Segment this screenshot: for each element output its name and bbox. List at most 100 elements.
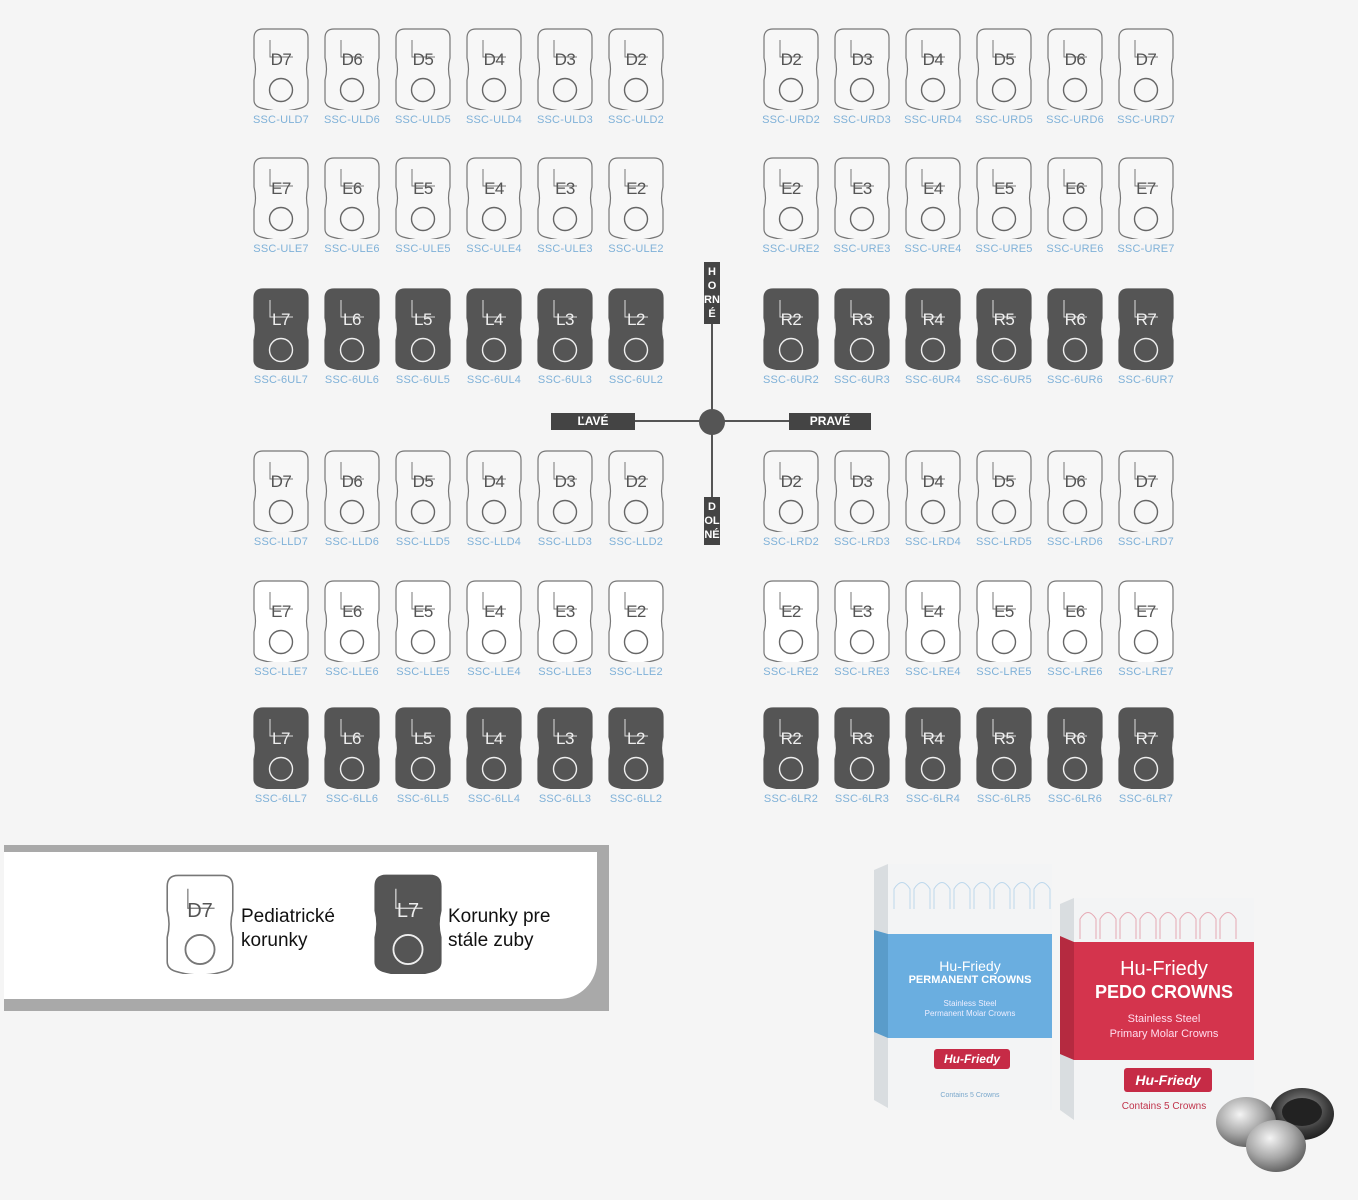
crown-product-code[interactable]: SSC-LLE4 [467,666,521,678]
crown-product-code[interactable]: SSC-URE5 [975,243,1033,255]
crown-product-code[interactable]: SSC-LLE7 [254,666,308,678]
crown-product-code[interactable]: SSC-6LL7 [254,793,308,805]
crown-product-code[interactable]: SSC-6UL6 [324,374,380,386]
crown-product-code[interactable]: SSC-LRD5 [975,536,1032,548]
crown-product-code[interactable]: SSC-6UL7 [253,374,309,386]
crown-product-code[interactable]: SSC-6LL5 [396,793,450,805]
crown-product-code[interactable]: SSC-LRD4 [904,536,961,548]
crown-product-code[interactable]: SSC-LLD5 [395,536,451,548]
crown-product-code[interactable]: SSC-6UL3 [537,374,593,386]
crown-product-code[interactable]: SSC-6UR2 [762,374,819,386]
crown-product-code[interactable]: SSC-6LR2 [763,793,819,805]
crown-product-code[interactable]: SSC-URD6 [1046,114,1104,126]
crown-product-code[interactable]: SSC-6UR7 [1117,374,1174,386]
crown-product-code[interactable]: SSC-6LR6 [1047,793,1103,805]
crown-product-code[interactable]: SSC-LRE2 [763,666,819,678]
crown-product-code[interactable]: SSC-6LL2 [609,793,663,805]
crown-product-code[interactable]: SSC-LLD6 [324,536,380,548]
crown-product-code[interactable]: SSC-LLE5 [396,666,450,678]
crown-product-code[interactable]: SSC-LLD2 [608,536,664,548]
crown-product-code[interactable]: SSC-6UL5 [395,374,451,386]
crown-product-code[interactable]: SSC-LLD7 [253,536,309,548]
crown-product-code[interactable]: SSC-LRE3 [834,666,890,678]
crown-product-code[interactable]: SSC-LRE5 [976,666,1032,678]
crown-product-code[interactable]: SSC-URD3 [833,114,891,126]
crown-product-code[interactable]: SSC-LLE6 [325,666,379,678]
crown-product-code[interactable]: SSC-6UR4 [904,374,961,386]
crown-product-code[interactable]: SSC-ULD3 [536,114,593,126]
crown-product-code[interactable]: SSC-ULE6 [324,243,380,255]
crown-product-code[interactable]: SSC-ULD7 [252,114,309,126]
crown-product-code[interactable]: SSC-LLD3 [537,536,593,548]
crown-product-code[interactable]: SSC-ULD6 [323,114,380,126]
crown-product-code[interactable]: SSC-6LL4 [467,793,521,805]
crown-product-code[interactable]: SSC-ULD5 [394,114,451,126]
crown-product-code[interactable]: SSC-ULD4 [465,114,522,126]
crown-product-code[interactable]: SSC-6UL2 [608,374,664,386]
crown-product-code[interactable]: SSC-URE2 [762,243,820,255]
crown-product-code[interactable]: SSC-6LL6 [325,793,379,805]
crown-product-code[interactable]: SSC-ULE4 [466,243,522,255]
crown-product-code[interactable]: SSC-LLE3 [538,666,592,678]
crown-product-code[interactable]: SSC-LRE7 [1118,666,1174,678]
crown-product-code[interactable]: SSC-6LR3 [834,793,890,805]
crown-product-code[interactable]: SSC-URE6 [1046,243,1104,255]
crown-product-code[interactable]: SSC-URE4 [904,243,962,255]
crown-product-code[interactable]: SSC-LRD2 [762,536,819,548]
crown-product-code[interactable]: SSC-6LL3 [538,793,592,805]
crown-product-code[interactable]: SSC-URD4 [904,114,962,126]
crown-product-code[interactable]: SSC-6LR7 [1118,793,1174,805]
crown-product-code[interactable]: SSC-URD5 [975,114,1033,126]
